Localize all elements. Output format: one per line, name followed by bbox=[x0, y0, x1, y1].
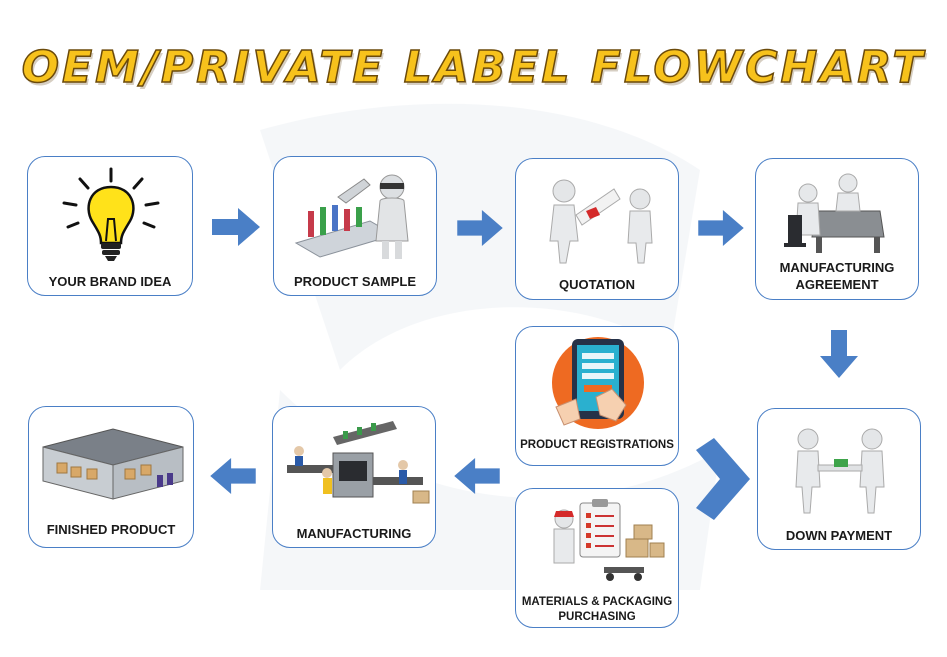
step-label: MATERIALS & PACKAGING PURCHASING bbox=[520, 595, 674, 625]
checklist-boxes-icon bbox=[553, 499, 665, 581]
step-label: MANUFACTURING bbox=[296, 526, 412, 541]
step-manufacturing-agreement: MANUFACTURING AGREEMENT bbox=[755, 158, 919, 300]
document-handover-icon bbox=[549, 179, 653, 264]
step-manufacturing: MANUFACTURING bbox=[272, 406, 436, 548]
handshake-money-icon bbox=[795, 428, 885, 514]
office-desk-icon bbox=[784, 173, 885, 253]
split-arrow-icon bbox=[696, 438, 750, 520]
step-label-text: MATERIALS & PACKAGING PURCHASING bbox=[521, 596, 673, 623]
page-title: OEM/PRIVATE LABEL FLOWCHART bbox=[21, 41, 926, 94]
arrow-right-icon bbox=[212, 208, 260, 246]
step-label: PRODUCT REGISTRATIONS bbox=[520, 439, 674, 451]
step-quotation: QUOTATION bbox=[515, 158, 679, 300]
arrow-left-icon bbox=[210, 458, 256, 494]
step-label: PRODUCT SAMPLE bbox=[293, 274, 417, 289]
step-label: QUOTATION bbox=[558, 277, 636, 292]
tablet-register-icon bbox=[552, 337, 644, 429]
factory-conveyor-icon bbox=[287, 421, 430, 504]
arrow-down-icon bbox=[820, 330, 858, 378]
step-materials-packaging-purchasing: MATERIALS & PACKAGING PURCHASING bbox=[515, 488, 679, 628]
arrow-right-icon bbox=[457, 210, 503, 246]
step-label: DOWN PAYMENT bbox=[785, 528, 893, 543]
lightbulb-icon bbox=[62, 167, 160, 261]
step-down-payment: DOWN PAYMENT bbox=[757, 408, 921, 550]
step-product-registrations: PRODUCT REGISTRATIONS bbox=[515, 326, 679, 466]
step-label-text: MANUFACTURING AGREEMENT bbox=[779, 260, 895, 292]
step-label: YOUR BRAND IDEA bbox=[48, 274, 172, 289]
arrow-left-icon bbox=[454, 458, 500, 494]
arrow-right-icon bbox=[698, 210, 744, 246]
step-finished-product: FINISHED PRODUCT bbox=[28, 406, 194, 548]
step-label: FINISHED PRODUCT bbox=[46, 522, 176, 537]
step-product-sample: PRODUCT SAMPLE bbox=[273, 156, 437, 296]
step-label: MANUFACTURING AGREEMENT bbox=[760, 259, 914, 293]
warehouse-icon bbox=[42, 428, 184, 500]
lab-robot-icon bbox=[294, 174, 409, 259]
step-your-brand-idea: YOUR BRAND IDEA bbox=[27, 156, 193, 296]
